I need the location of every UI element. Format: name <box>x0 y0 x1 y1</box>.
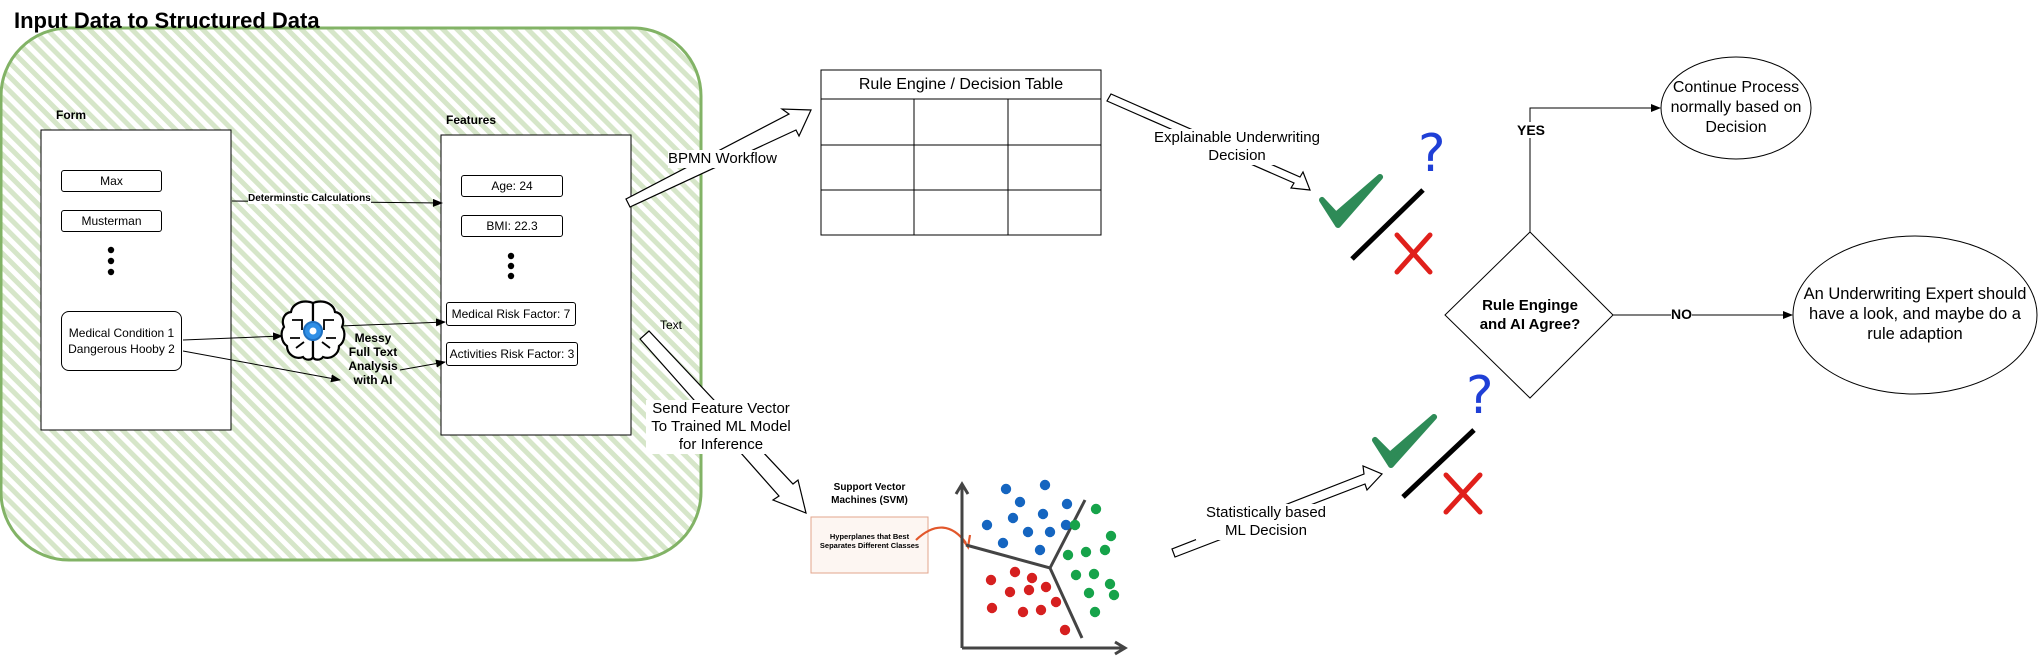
check-icon <box>1319 174 1383 228</box>
feature-activities-risk: Activities Risk Factor: 3 <box>446 342 578 366</box>
svm-point <box>1026 572 1038 584</box>
cross-icon <box>1394 232 1433 275</box>
svm-point <box>1040 581 1052 593</box>
svm-point <box>1108 589 1120 601</box>
svm-point <box>1083 587 1095 599</box>
svm-point <box>1023 584 1035 596</box>
svm-title: Support Vector Machines (SVM) <box>831 482 908 506</box>
slash-line <box>1350 188 1425 261</box>
yes-connector <box>1529 104 1661 232</box>
hobby-to-ai-arrow <box>182 350 341 383</box>
svm-illustration <box>810 479 1128 656</box>
features-ellipsis <box>507 252 515 280</box>
svm-point <box>1062 549 1074 561</box>
dangerous-hobby-line: Dangerous Hooby 2 <box>68 342 175 356</box>
svm-point <box>1039 479 1051 491</box>
decision-diamond <box>1444 231 1614 399</box>
form-field-first-name: Max <box>61 170 162 192</box>
question-icon: ? <box>1466 366 1494 426</box>
deterministic-label: Determinstic Calculations <box>248 193 371 204</box>
continue-process-text: Continue Process normally based on Decis… <box>1670 79 1802 136</box>
svm-point <box>1034 544 1046 556</box>
text-label: Text <box>660 318 683 332</box>
feature-bmi: BMI: 22.3 <box>461 215 563 237</box>
send-vector-label: Send Feature Vector To Trained ML Model … <box>646 400 796 454</box>
yes-label: YES <box>1517 122 1546 138</box>
form-medical-field: Medical Condition 1 Dangerous Hooby 2 <box>61 311 182 371</box>
decision-question: Rule Enginge and AI Agree? <box>1479 297 1581 333</box>
svm-point <box>1050 596 1062 608</box>
explainable-label: Explainable Underwriting Decision <box>1152 129 1322 165</box>
check-icon <box>1372 414 1437 468</box>
svm-point <box>1080 546 1092 558</box>
expert-review-text: An Underwriting Expert should have a loo… <box>1803 285 2027 343</box>
ai-analysis-label: Messy Full Text Analysis with AI <box>348 331 398 387</box>
svm-point <box>1014 496 1026 508</box>
svm-point <box>1009 566 1021 578</box>
svm-point <box>1088 568 1100 580</box>
svm-point <box>1090 503 1102 515</box>
svm-point <box>1104 578 1116 590</box>
svm-point <box>1044 526 1056 538</box>
form-ellipsis <box>107 246 115 276</box>
svm-point <box>1000 483 1012 495</box>
svm-point <box>1070 569 1082 581</box>
feature-medical-risk: Medical Risk Factor: 7 <box>446 302 576 326</box>
medical-condition-line: Medical Condition 1 <box>68 326 175 340</box>
svm-point <box>1004 586 1016 598</box>
svm-point <box>1069 519 1081 531</box>
svm-point <box>1059 624 1071 636</box>
no-label: NO <box>1671 306 1692 322</box>
expert-ellipse <box>1792 235 2038 395</box>
svm-point <box>1007 512 1019 524</box>
bpmn-label: BPMN Workflow <box>668 150 777 168</box>
medical-to-ai-arrow <box>182 332 283 341</box>
svm-caption-box <box>810 516 929 574</box>
cross-icon <box>1443 472 1483 515</box>
features-label: Features <box>446 113 497 127</box>
statistical-label: Statistically based ML Decision <box>1196 504 1336 540</box>
svm-caption: Hyperplanes that Best Separates Differen… <box>819 532 920 550</box>
svm-point <box>1035 604 1047 616</box>
svm-point <box>981 519 993 531</box>
feature-age: Age: 24 <box>461 175 563 197</box>
svm-point <box>1105 530 1117 542</box>
svm-point <box>997 537 1009 549</box>
form-field-last-name: Musterman <box>61 210 162 232</box>
ai-to-activities-risk-arrow <box>399 359 446 371</box>
svm-point <box>1037 508 1049 520</box>
brain-gear-icon <box>280 300 346 361</box>
svm-point <box>1061 498 1073 510</box>
question-icon: ? <box>1418 124 1446 184</box>
slash-line <box>1401 428 1476 499</box>
page-title: Input Data to Structured Data <box>14 8 320 33</box>
ai-to-medical-risk-arrow <box>339 318 446 327</box>
svm-point <box>1099 544 1111 556</box>
svm-point <box>1022 526 1034 538</box>
form-label: Form <box>56 108 86 122</box>
continue-ellipse <box>1660 56 1812 160</box>
rule-engine-table <box>820 69 1102 236</box>
svm-point <box>986 602 998 614</box>
svm-point <box>1060 519 1072 531</box>
svm-point <box>1017 606 1029 618</box>
rule-engine-title: Rule Engine / Decision Table <box>858 76 1064 93</box>
svm-point <box>985 574 997 586</box>
svm-point <box>1089 606 1101 618</box>
